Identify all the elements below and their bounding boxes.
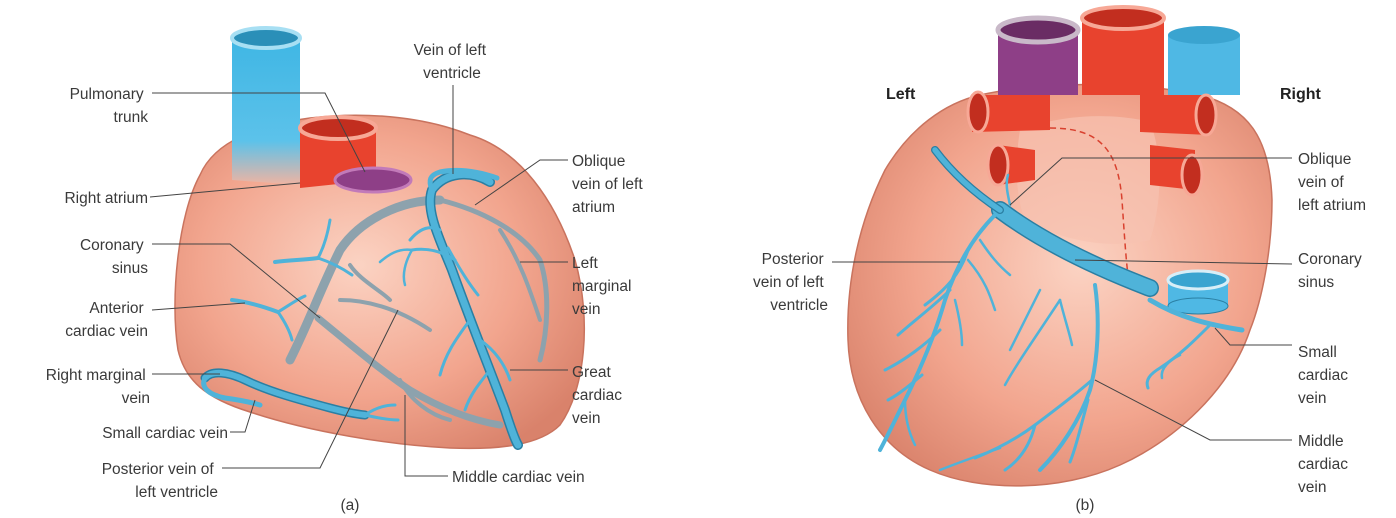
- label-posterior-vein-b: Posterior vein of left ventricle: [753, 251, 828, 314]
- label-small-cardiac-vein-a: Small cardiac vein: [102, 425, 228, 442]
- pa-left-opening-b: [968, 92, 988, 132]
- label-coronary-sinus-b: Coronary sinus: [1298, 251, 1366, 291]
- label-small-cardiac-vein-b: Small cardiac vein: [1298, 344, 1352, 407]
- label-left-marginal-vein-a: Left marginal vein: [572, 255, 636, 318]
- caption-b: (b): [1076, 497, 1095, 514]
- label-oblique-vein-b: Oblique vein of left atrium: [1298, 151, 1366, 214]
- label-right-marginal-vein-a: Right marginal vein: [46, 367, 150, 407]
- pv-r-opening-b: [1182, 155, 1202, 195]
- label-right-side-b: Right: [1280, 86, 1322, 103]
- pulmonary-trunk-a: [335, 168, 411, 192]
- label-pulmonary-trunk-a: Pulmonary trunk: [70, 86, 149, 126]
- label-vein-of-left-ventricle-a: Vein of left ventricle: [414, 42, 491, 82]
- superior-vena-cava-a: [232, 38, 300, 185]
- label-right-atrium-a: Right atrium: [64, 190, 148, 207]
- panel-b: Left Right Oblique vein of left atrium P…: [753, 7, 1366, 514]
- label-anterior-cardiac-vein-a: Anterior cardiac vein: [65, 300, 148, 340]
- panel-a: Pulmonary trunk Vein of left ventricle O…: [46, 28, 647, 514]
- label-coronary-sinus-a: Coronary sinus: [80, 237, 148, 277]
- pa-right-opening-b: [1196, 95, 1216, 135]
- caption-a: (a): [341, 497, 360, 514]
- ivc-opening-b: [1168, 271, 1228, 289]
- label-middle-cardiac-vein-b: Middle cardiac vein: [1298, 433, 1352, 496]
- pv-ll-opening-b: [988, 145, 1008, 185]
- label-middle-cardiac-vein-a: Middle cardiac vein: [452, 469, 585, 486]
- aorta-opening-a: [300, 117, 376, 139]
- label-posterior-vein-a: Posterior vein of left ventricle: [102, 461, 218, 501]
- label-great-cardiac-vein-a: Great cardiac vein: [572, 364, 626, 427]
- label-oblique-vein-a: Oblique vein of left atrium: [572, 153, 647, 216]
- svc-opening-b: [1168, 26, 1240, 44]
- pulmonary-opening-b: [998, 18, 1078, 42]
- svc-opening-a: [232, 28, 300, 48]
- label-left-side-b: Left: [886, 86, 916, 103]
- aorta-opening-b: [1082, 7, 1164, 29]
